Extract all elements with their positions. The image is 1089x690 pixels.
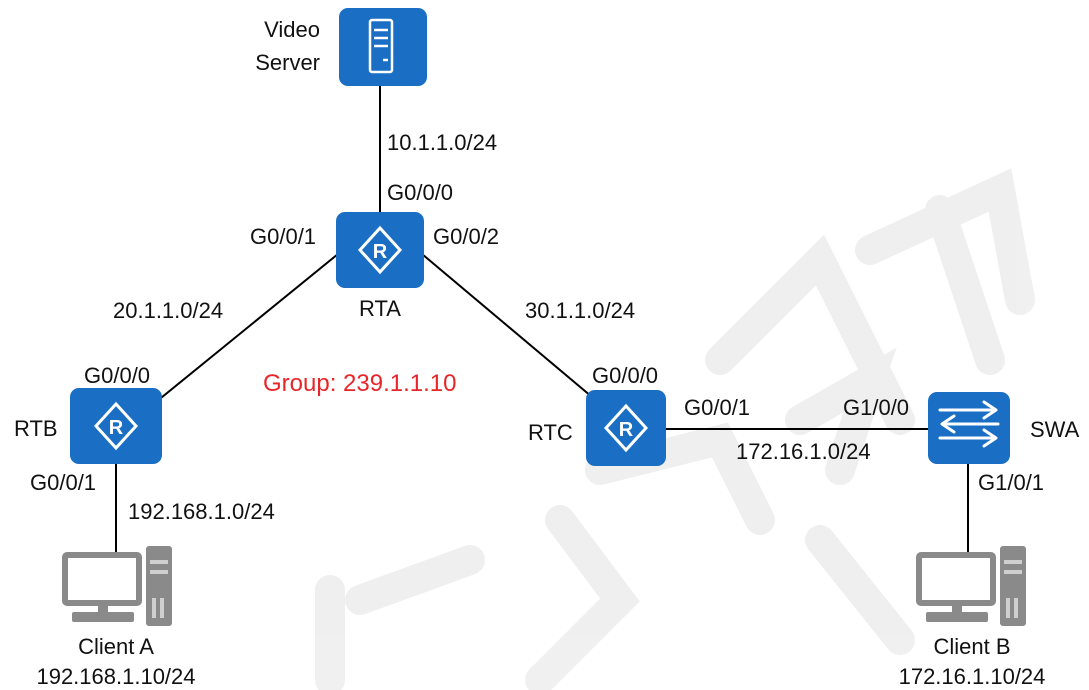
network-label-rta-rtc: 30.1.1.0/24 (525, 298, 635, 323)
router-rta[interactable]: R RTA (336, 212, 424, 321)
router-icon (586, 390, 666, 466)
pc-icon (916, 546, 1026, 626)
rtc-label: RTC (528, 420, 573, 445)
interface-label-swa-g101: G1/0/1 (978, 470, 1044, 495)
router-glyph (93, 401, 139, 451)
client-a-label: Client A (78, 634, 154, 659)
switch-glyph (938, 400, 1000, 448)
interface-label-swa-g100: G1/0/0 (843, 395, 909, 420)
interface-label-rtc-g001: G0/0/1 (684, 395, 750, 420)
network-label-rtb-clienta: 192.168.1.0/24 (128, 499, 275, 524)
switch-icon (928, 392, 1010, 464)
link-rta-rtb (155, 253, 339, 403)
router-icon (336, 212, 424, 288)
rtb-label: RTB (14, 416, 58, 441)
interface-label-rta-g000: G0/0/0 (387, 180, 453, 205)
client-a-ip: 192.168.1.10/24 (36, 664, 195, 689)
interface-label-rtb-g001: G0/0/1 (30, 470, 96, 495)
video-server[interactable]: Video Server (255, 8, 427, 86)
router-rtc[interactable]: R RTC (528, 390, 666, 466)
router-rtb[interactable]: R RTB (14, 388, 162, 464)
router-glyph (603, 403, 649, 453)
link-rta-rtc (421, 253, 599, 403)
video-server-label-line1: Video (264, 17, 320, 42)
network-label-rtc-swa: 172.16.1.0/24 (736, 439, 871, 464)
interface-label-rta-g002: G0/0/2 (433, 224, 499, 249)
client-b[interactable]: Client B 172.16.1.10/24 (899, 546, 1046, 689)
video-server-label-line2: Server (255, 50, 320, 75)
server-glyph (368, 18, 394, 74)
router-icon (70, 388, 162, 464)
router-glyph (357, 225, 403, 275)
pc-icon (62, 546, 172, 626)
router-letter: R (373, 241, 388, 263)
network-label-rta-rtb: 20.1.1.0/24 (113, 298, 223, 323)
links (115, 84, 969, 552)
rta-label: RTA (359, 296, 401, 321)
multicast-group-label: Group: 239.1.1.10 (263, 370, 456, 397)
client-a[interactable]: Client A 192.168.1.10/24 (36, 546, 196, 689)
client-b-label: Client B (933, 634, 1010, 659)
interface-label-rtb-g000: G0/0/0 (84, 363, 150, 388)
client-b-ip: 172.16.1.10/24 (899, 664, 1046, 689)
interface-label-rta-g001: G0/0/1 (250, 224, 316, 249)
network-label-server-rta: 10.1.1.0/24 (387, 130, 497, 155)
router-letter: R (109, 417, 124, 439)
swa-label: SWA (1030, 417, 1080, 442)
interface-label-rtc-g000: G0/0/0 (592, 363, 658, 388)
switch-swa[interactable]: SWA (928, 392, 1080, 464)
router-letter: R (619, 419, 634, 441)
